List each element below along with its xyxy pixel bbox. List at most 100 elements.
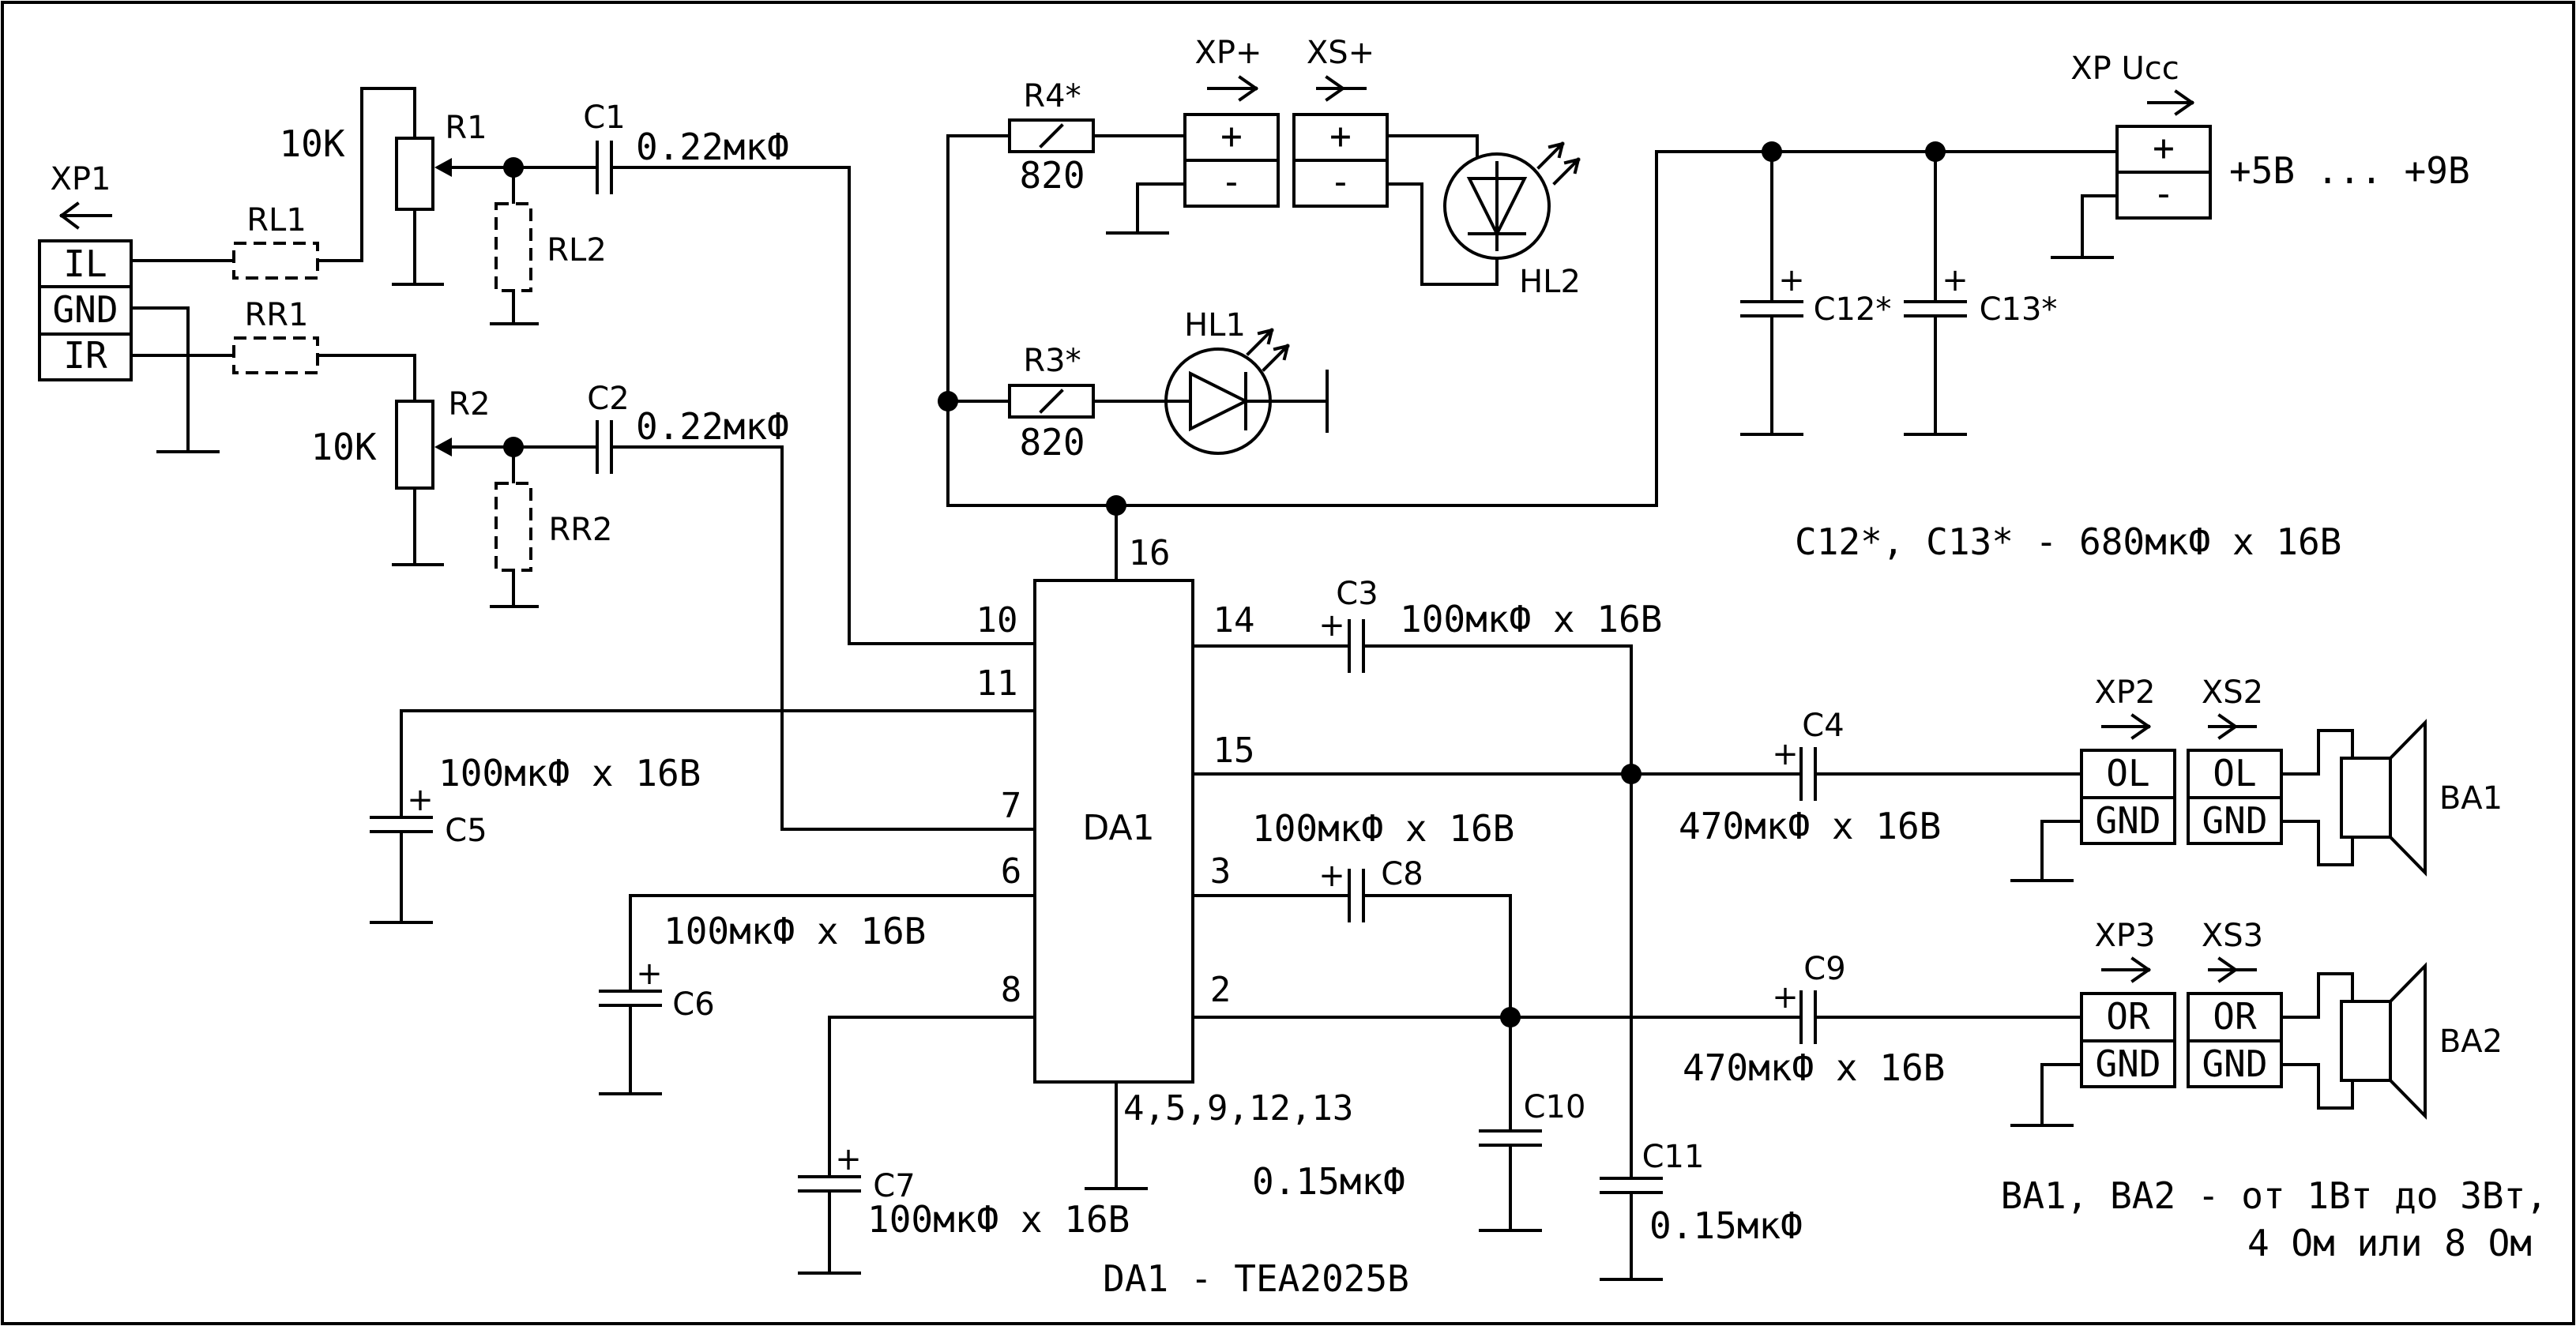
c5-value: 100мкФ x 16В xyxy=(438,752,701,794)
socket-arrow-icon xyxy=(2208,713,2257,740)
svg-text:+: + xyxy=(2153,126,2175,169)
rr1-resistor xyxy=(232,336,319,374)
xp1-label: XP1 xyxy=(51,161,111,197)
c6-capacitor: + xyxy=(599,956,663,1095)
speaker-note-line2: 4 Ом или 8 Ом xyxy=(2247,1222,2532,1264)
wiper-arrow-icon xyxy=(434,158,452,177)
c7-label: C7 xyxy=(873,1168,915,1204)
svg-text:OR: OR xyxy=(2106,995,2150,1038)
socket-arrow-icon xyxy=(2208,956,2257,983)
da1-pin-3: 3 xyxy=(1210,851,1232,892)
xs3-label: XS3 xyxy=(2202,918,2263,954)
c13-capacitor: + xyxy=(1904,150,1969,436)
da1-note: DA1 - TEA2025B xyxy=(1103,1257,1409,1300)
plug-arrow-icon xyxy=(2147,89,2194,116)
r4-label: R4* xyxy=(1023,78,1081,115)
da1-pin-7: 7 xyxy=(1001,786,1022,826)
rr2-resistor xyxy=(495,482,532,572)
ba2-label: BA2 xyxy=(2439,1024,2503,1060)
xp-plus-label: XP+ xyxy=(1194,35,1262,71)
c2-label: C2 xyxy=(587,381,629,417)
c10-capacitor xyxy=(1479,1129,1542,1232)
svg-text:+: + xyxy=(1220,115,1243,157)
xs-plus-connector: + - XS+ xyxy=(1292,35,1389,208)
c10-label: C10 xyxy=(1524,1089,1586,1125)
r1-label: R1 xyxy=(445,110,487,146)
c3-label: C3 xyxy=(1336,576,1378,612)
svg-text:+: + xyxy=(407,782,434,818)
wiper-arrow-icon xyxy=(434,438,452,456)
xp2-label: XP2 xyxy=(2095,674,2156,711)
c11-capacitor xyxy=(1600,1177,1663,1281)
da1-pin-10: 10 xyxy=(976,600,1018,640)
xp1-pin-ir: IR xyxy=(63,334,107,377)
r3-label: R3* xyxy=(1023,343,1081,379)
light-arrow-icon xyxy=(1536,141,1565,170)
hl2-led xyxy=(1443,141,1581,260)
ba2-speaker xyxy=(2280,962,2427,1120)
supply-voltage: +5В ... +9В xyxy=(2229,149,2470,192)
c7-capacitor: + xyxy=(798,1141,862,1275)
plug-arrow-icon xyxy=(1207,75,1258,102)
svg-text:+: + xyxy=(1772,979,1799,1016)
svg-text:+: + xyxy=(636,956,663,992)
c4-value: 470мкФ x 16В xyxy=(1679,805,1941,847)
da1-pin-11: 11 xyxy=(976,663,1018,704)
svg-text:GND: GND xyxy=(2202,799,2267,842)
xp-ucc-label: XP Ucc xyxy=(2070,51,2179,87)
ba1-label: BA1 xyxy=(2439,780,2503,817)
rl1-resistor xyxy=(232,242,319,280)
xp2-connector: OL GND XP2 xyxy=(2080,674,2176,845)
speaker-note-line1: BA1, BA2 - от 1Вт до 3Вт, xyxy=(2001,1174,2548,1217)
c13-label: C13* xyxy=(1980,291,2058,328)
xs2-label: XS2 xyxy=(2202,674,2263,711)
c2-value: 0.22мкФ xyxy=(636,405,789,448)
da1-pin-2: 2 xyxy=(1210,970,1232,1010)
svg-text:OR: OR xyxy=(2213,995,2257,1038)
c11-label: C11 xyxy=(1642,1139,1705,1175)
c10-value: 0.15мкФ xyxy=(1252,1160,1405,1203)
da1-pin-6: 6 xyxy=(1001,851,1022,892)
xp1-connector: IL GND IR XP1 xyxy=(38,161,133,381)
xp3-connector: OR GND XP3 xyxy=(2080,918,2176,1088)
c6-value: 100мкФ x 16В xyxy=(664,910,926,952)
r1-value: 10K xyxy=(279,122,344,165)
c5-label: C5 xyxy=(445,813,487,849)
c7-value: 100мкФ x 16В xyxy=(867,1198,1130,1241)
c1-label: C1 xyxy=(583,100,625,136)
hl1-label: HL1 xyxy=(1184,307,1246,344)
ba1-speaker xyxy=(2280,719,2427,877)
svg-text:-: - xyxy=(1329,160,1352,203)
da1-pin-gnd: 4,5,9,12,13 xyxy=(1123,1088,1353,1129)
svg-text:+: + xyxy=(1778,262,1805,299)
light-arrow-icon xyxy=(1246,328,1274,356)
da1-pin-14: 14 xyxy=(1213,600,1255,640)
plug-arrow-icon xyxy=(59,201,112,230)
svg-text:+: + xyxy=(1942,262,1969,299)
svg-text:OL: OL xyxy=(2106,752,2149,794)
xp1-pin-gnd: GND xyxy=(52,288,118,331)
svg-text:+: + xyxy=(1329,115,1352,157)
svg-text:+: + xyxy=(1318,607,1345,644)
r2-potentiometer xyxy=(395,400,434,490)
rr1-label: RR1 xyxy=(244,297,308,333)
c8-value: 100мкФ x 16В xyxy=(1252,807,1514,850)
svg-text:-: - xyxy=(1220,160,1243,203)
xp3-label: XP3 xyxy=(2095,918,2156,954)
c4-label: C4 xyxy=(1802,708,1844,744)
c12-capacitor: + xyxy=(1740,150,1805,436)
c12-c13-note: C12*, C13* - 680мкФ x 16В xyxy=(1795,520,2341,563)
light-arrow-icon xyxy=(1552,157,1581,186)
r1-potentiometer xyxy=(395,137,434,211)
da1-pin-16: 16 xyxy=(1129,533,1171,573)
xp-ucc-connector: + - XP Ucc xyxy=(2070,51,2212,220)
r2-value: 10K xyxy=(310,426,376,468)
c1-value: 0.22мкФ xyxy=(636,126,789,168)
xs2-connector: OL GND XS2 xyxy=(2187,674,2283,845)
r3-value: 820 xyxy=(1019,421,1085,464)
da1-chip xyxy=(1033,579,1194,1084)
svg-text:GND: GND xyxy=(2095,799,2160,842)
da1-pin-15: 15 xyxy=(1213,731,1255,771)
da1-pin-8: 8 xyxy=(1001,970,1022,1010)
